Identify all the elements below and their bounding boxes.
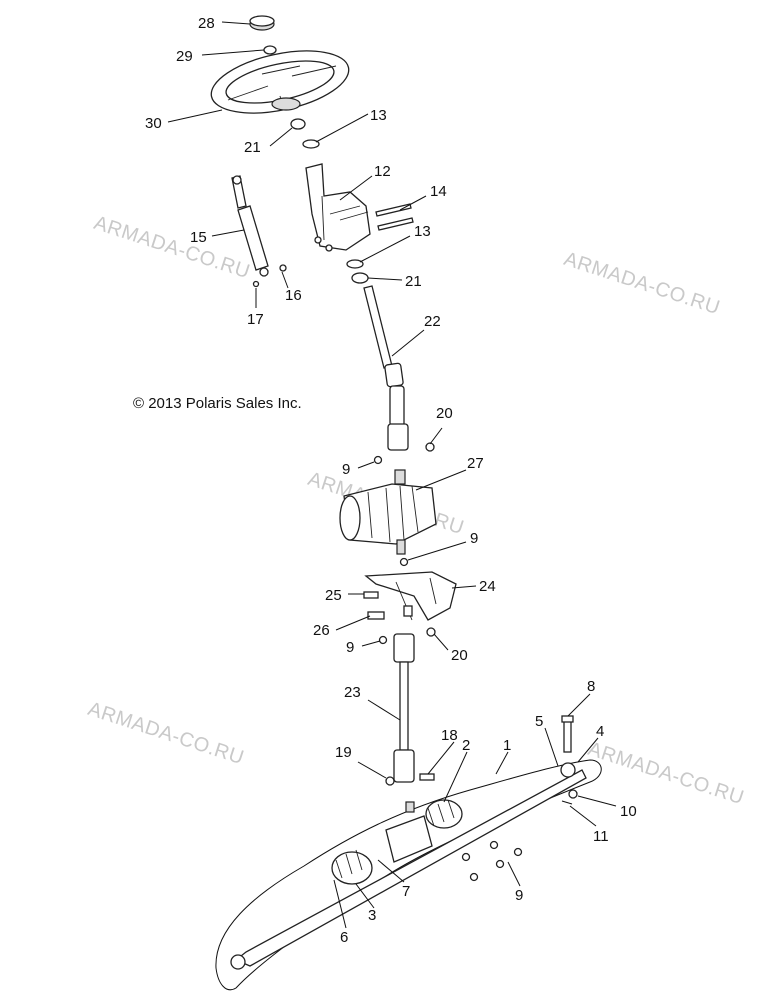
callout-9-eps: 9: [470, 530, 478, 547]
bracket-bolt-26: [367, 605, 413, 620]
tilt-bracket: [305, 163, 371, 252]
nuts-9-group: [461, 840, 523, 882]
callout-4: 4: [596, 723, 604, 740]
washer-upper: [302, 139, 320, 149]
callout-2: 2: [462, 737, 470, 754]
callout-25: 25: [325, 587, 342, 604]
bolt-18: [419, 773, 435, 781]
nut-9-eps: [399, 557, 409, 567]
callout-13-middle: 13: [414, 223, 431, 240]
callout-27: 27: [467, 455, 484, 472]
callout-28: 28: [198, 15, 215, 32]
steering-wheel: [210, 50, 350, 114]
bracket-bolt-25: [363, 591, 379, 599]
callout-3: 3: [368, 907, 376, 924]
washer-middle: [346, 259, 364, 269]
callout-21-middle: 21: [405, 273, 422, 290]
eps-unit: [339, 469, 437, 555]
callout-19: 19: [335, 744, 352, 761]
steering-rack-outline: [215, 759, 602, 991]
callout-17: 17: [247, 311, 264, 328]
strut-clip: [252, 280, 260, 288]
nut-9-lower: [378, 635, 388, 645]
callout-26: 26: [313, 622, 330, 639]
nut-19: [385, 776, 395, 786]
callout-5: 5: [535, 713, 543, 730]
cotter-pin-11: [561, 800, 573, 805]
steering-rack: [230, 762, 587, 970]
callout-1: 1: [503, 737, 511, 754]
callout-24: 24: [479, 578, 496, 595]
leader-lines: [167, 21, 617, 929]
wheel-nut: [263, 45, 277, 55]
tie-rod-bolt-8: [561, 715, 574, 753]
callout-20-lower: 20: [451, 647, 468, 664]
callout-29: 29: [176, 48, 193, 65]
bolt-20-lower: [426, 627, 436, 637]
callout-30: 30: [145, 115, 162, 132]
callout-18: 18: [441, 727, 458, 744]
callout-9-rack: 9: [515, 887, 523, 904]
callout-21-upper: 21: [244, 139, 261, 156]
gas-strut: [231, 175, 269, 277]
callout-6: 6: [340, 929, 348, 946]
nut-9-upper: [373, 455, 383, 465]
strut-pin: [279, 264, 287, 272]
callout-9-upper: 9: [342, 461, 350, 478]
nut-10: [568, 789, 578, 799]
copyright-notice: © 2013 Polaris Sales Inc.: [133, 395, 302, 412]
callout-10: 10: [620, 803, 637, 820]
callout-labels: 28 29 30 21 13 12 14 13 21 15 16 17 22 2…: [145, 15, 637, 946]
bracket-bolts: [375, 203, 414, 231]
steering-wheel-cap: [249, 15, 275, 31]
callout-9-lower: 9: [346, 639, 354, 656]
upper-steering-shaft: [363, 285, 409, 451]
callout-11: 11: [593, 828, 609, 845]
bolt-20-upper: [425, 442, 435, 452]
callout-14: 14: [430, 183, 447, 200]
callout-8: 8: [587, 678, 595, 695]
lower-steering-shaft: [393, 633, 415, 783]
spacer-upper: [290, 118, 306, 130]
callout-7: 7: [402, 883, 410, 900]
callout-23: 23: [344, 684, 361, 701]
callout-13-upper: 13: [370, 107, 387, 124]
callout-22: 22: [424, 313, 441, 330]
callout-15: 15: [190, 229, 207, 246]
eps-mount-bracket: [364, 571, 457, 621]
callout-20-upper: 20: [436, 405, 453, 422]
callout-12: 12: [374, 163, 391, 180]
callout-16: 16: [285, 287, 302, 304]
spacer-middle: [351, 272, 369, 284]
